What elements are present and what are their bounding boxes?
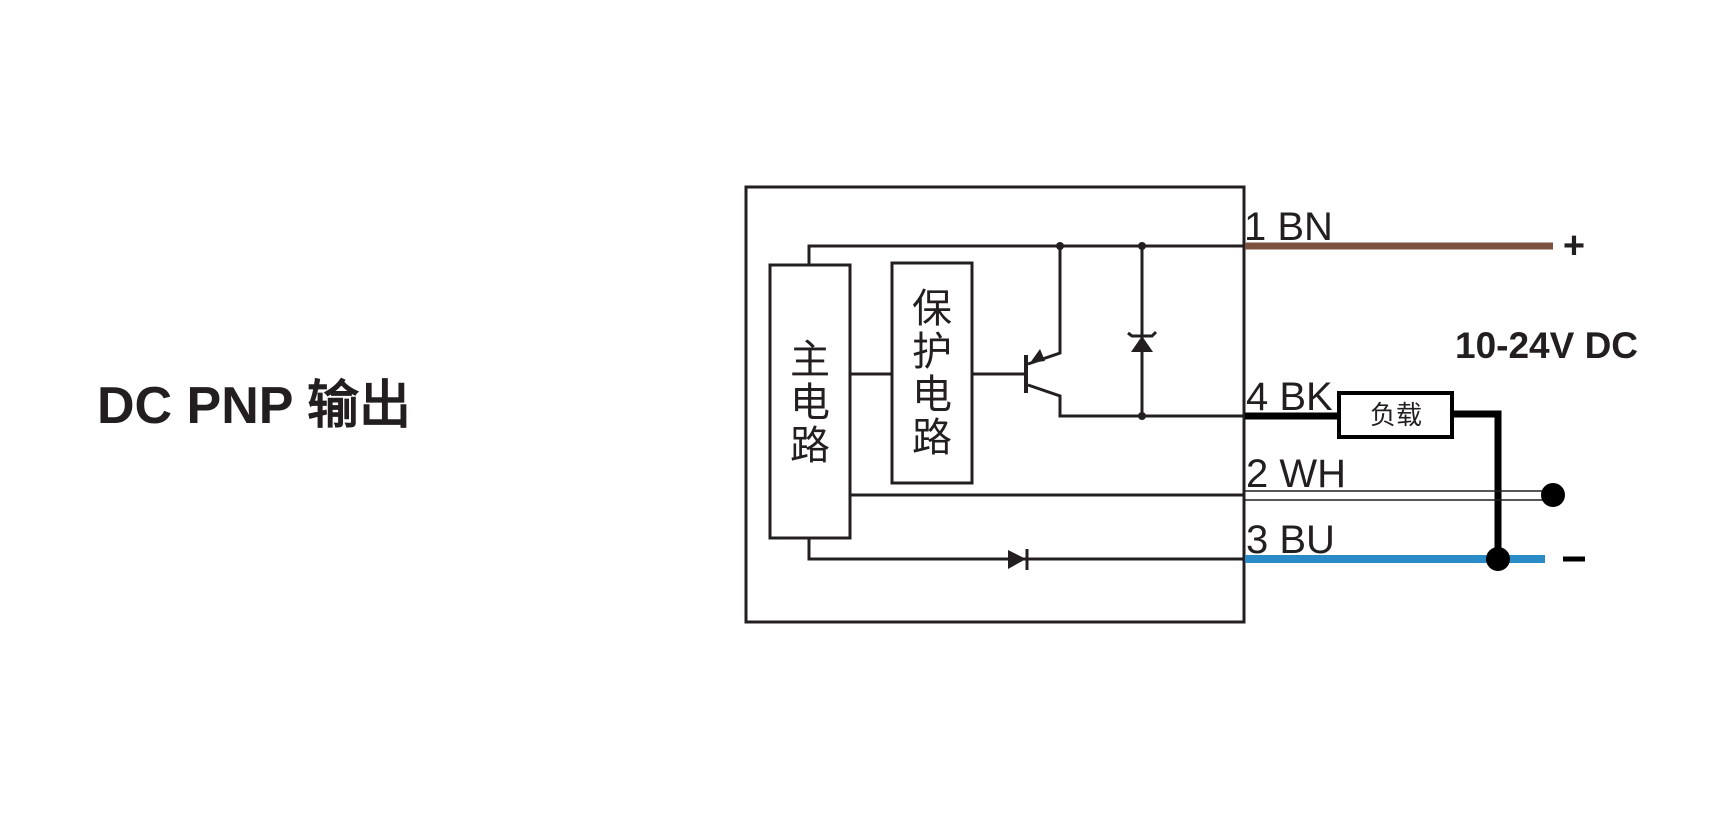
diagram-title: DC PNP 输出 xyxy=(97,377,411,435)
svg-text:2 WH: 2 WH xyxy=(1246,452,1346,496)
junction-dot xyxy=(1056,242,1064,250)
internal-wiring xyxy=(807,244,1244,561)
svg-text:路: 路 xyxy=(912,416,952,460)
svg-text:电: 电 xyxy=(912,373,952,417)
plus-terminal: + xyxy=(1563,225,1585,267)
sensor-housing xyxy=(744,185,1246,624)
pnp-transistor-icon xyxy=(1024,246,1244,418)
wire-brown: 1 BN + xyxy=(1244,205,1585,267)
wire-black: 4 BK 负载 xyxy=(1245,375,1502,559)
main-circuit-block: 主 电 路 xyxy=(768,263,852,540)
terminal-dot xyxy=(1541,483,1565,507)
svg-text:3 BU: 3 BU xyxy=(1246,518,1335,562)
junction-dot xyxy=(1486,547,1510,571)
junction-dot xyxy=(1138,242,1146,250)
wire-blue: 3 BU – xyxy=(0,0,1585,571)
protection-circuit-block: 保 护 电 路 xyxy=(890,261,974,485)
wire-white: 2 WH xyxy=(1245,452,1565,507)
svg-text:保: 保 xyxy=(912,287,952,331)
svg-text:护: 护 xyxy=(912,330,952,374)
svg-text:主: 主 xyxy=(790,338,830,382)
zener-diode-icon xyxy=(1127,246,1158,416)
supply-voltage-label: 10-24V DC xyxy=(1455,325,1638,366)
svg-text:负载: 负载 xyxy=(1370,400,1422,430)
diode-icon xyxy=(1008,549,1029,570)
svg-text:电: 电 xyxy=(790,381,830,425)
svg-text:1 BN: 1 BN xyxy=(1244,205,1333,249)
svg-text:4 BK: 4 BK xyxy=(1246,375,1333,419)
junction-dot xyxy=(1138,412,1146,420)
svg-text:路: 路 xyxy=(790,424,830,468)
load-block: 负载 xyxy=(1337,391,1454,439)
svg-text:–: – xyxy=(0,0,1,1)
